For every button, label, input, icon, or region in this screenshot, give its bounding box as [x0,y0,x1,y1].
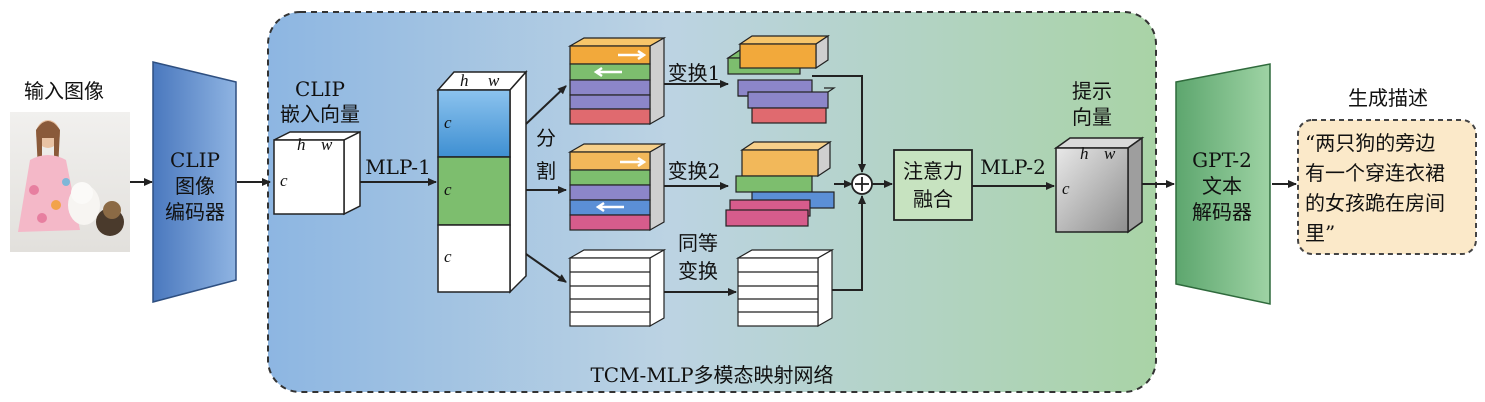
embedding-dim-c: c [280,171,288,190]
split-label-1: 分 [536,126,556,150]
tall-cube-dim-c-1: c [444,113,452,132]
tall-cube-dim-h: h [460,71,469,90]
tall-cube-dim-c-3: c [444,247,452,266]
stack1-output [726,34,836,124]
identity-label-2: 变换 [678,259,718,283]
attention-fusion-label-1: 注意力 [903,159,963,183]
clip-encoder-label-1: CLIP [170,148,220,172]
stack3-input [567,248,667,328]
stack2-output [725,140,835,227]
split-label-2: 割 [536,159,556,183]
identity-label-1: 同等 [678,231,718,255]
embedding-cube [273,130,361,216]
output-line-1: “两只狗的旁边 [1305,131,1435,155]
prompt-dim-w: w [1104,144,1116,163]
connector-stack1-to-sum [812,75,866,173]
clip-encoder-block [152,61,237,303]
mlp2-label: MLP-2 [980,155,1046,179]
prompt-dim-h: h [1080,144,1089,163]
stack2-input [567,142,667,232]
output-title: 生成描述 [1348,86,1428,110]
embedding-label-2: 嵌入向量 [280,102,360,126]
gpt2-label-3: 解码器 [1192,200,1252,224]
arrow-split-to-stack1 [525,85,567,125]
network-label: TCM-MLP多模态映射网络 [590,363,833,387]
input-photo [10,112,130,252]
gpt2-label-1: GPT-2 [1192,148,1252,172]
output-line-4: 里” [1305,221,1335,245]
stack3-output [735,248,835,328]
gpt2-decoder-block [1175,63,1271,305]
input-title: 输入图像 [24,79,104,103]
prompt-dim-c: c [1062,179,1070,198]
embedding-dim-w: w [321,135,333,154]
prompt-vector-label-2: 向量 [1072,105,1112,129]
transform2-label: 变换2 [668,159,721,183]
tall-cube-dim-w: w [488,71,500,90]
clip-encoder-label-3: 编码器 [165,200,225,224]
tall-feature-cube [436,70,528,294]
attention-fusion-box [893,149,973,221]
tall-cube-dim-c-2: c [444,180,452,199]
output-caption-box [1297,119,1477,255]
gpt2-label-2: 文本 [1202,174,1242,198]
mlp1-label: MLP-1 [365,155,431,179]
connector-stack3-to-sum [832,195,866,291]
transform1-label: 变换1 [668,61,721,85]
embedding-label-1: CLIP [295,77,345,101]
sum-node [851,173,873,195]
prompt-vector-cube [1053,136,1145,234]
prompt-vector-label-1: 提示 [1072,79,1112,103]
attention-fusion-label-2: 融合 [913,187,953,211]
stack1-input [567,36,667,126]
clip-encoder-label-2: 图像 [175,174,215,198]
output-line-2: 有一个穿连衣裙 [1305,161,1445,185]
output-line-3: 的女孩跪在房间 [1305,191,1445,215]
arrow-split-to-stack3 [525,253,567,283]
embedding-dim-h: h [297,135,306,154]
